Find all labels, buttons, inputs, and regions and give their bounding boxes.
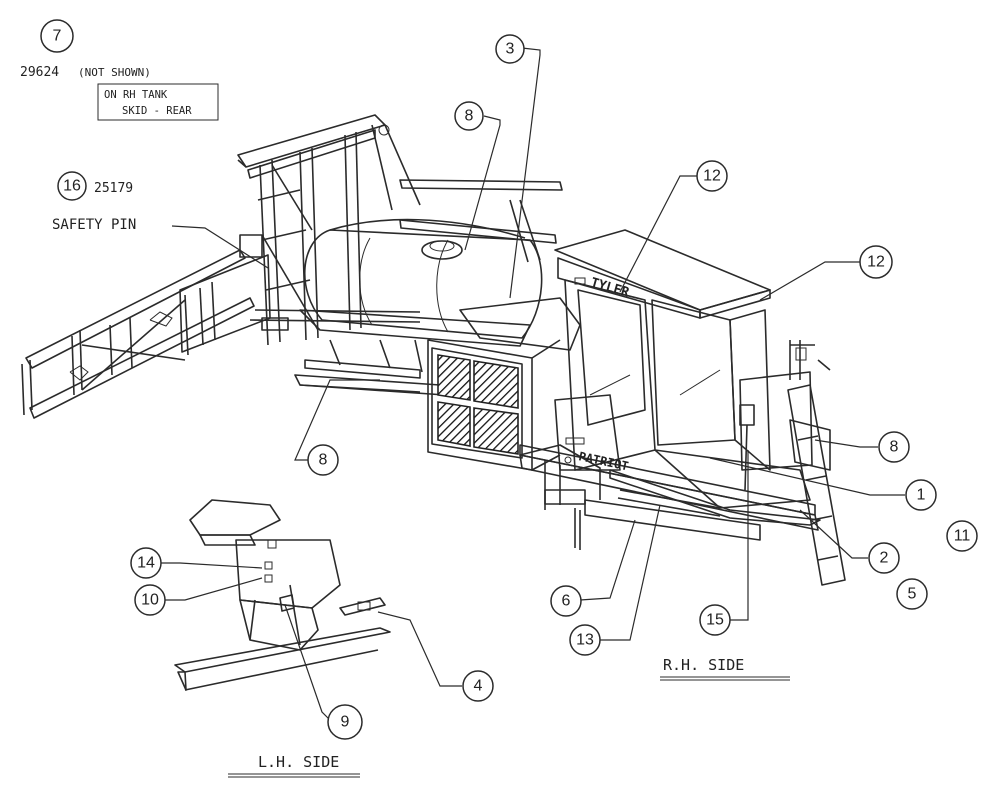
callout-label: 4	[474, 678, 483, 695]
callout-bubble-8	[878, 431, 910, 463]
note-16-part-number: 25179	[94, 181, 133, 196]
radiator-screen	[427, 297, 581, 471]
note-7: 7 29624 (NOT SHOWN) ON RH TANK SKID - RE…	[20, 19, 219, 121]
leader-16	[171, 225, 269, 269]
callout-bubble-11	[946, 520, 978, 552]
callout-label: 16	[63, 178, 81, 195]
callout-label: 8	[465, 108, 474, 125]
callout-bubble-7	[40, 19, 74, 53]
callout-label: 3	[506, 41, 515, 58]
note-7-location-line-1: ON RH TANK	[104, 89, 168, 101]
callout-label: 15	[706, 612, 724, 629]
callout-bubble-10	[134, 584, 166, 616]
callout-bubble-12	[696, 160, 728, 192]
callout-label: 8	[319, 452, 328, 469]
leader-lines	[160, 47, 905, 721]
note-16: 16 25179 SAFETY PIN	[52, 171, 269, 269]
callout-bubble-6	[550, 585, 582, 617]
callout-bubble-5	[896, 578, 928, 610]
note-7-status: (NOT SHOWN)	[78, 66, 151, 79]
callout-label: 10	[141, 592, 159, 609]
callout-label: 9	[341, 714, 350, 731]
boom-frame	[21, 114, 563, 419]
callout-bubble-4	[462, 670, 494, 702]
callout-label: 7	[53, 28, 62, 45]
rh-side-label: R.H. SIDE	[663, 656, 744, 674]
callout-label: 11	[954, 528, 971, 545]
callout-bubble-2	[868, 542, 900, 574]
chassis	[294, 339, 819, 550]
side-labels: R.H. SIDE L.H. SIDE	[228, 656, 790, 778]
callout-label: 8	[890, 439, 899, 456]
callout-bubble-9	[327, 704, 363, 740]
callout-bubbles: 3 8 12 12 8 8 1 11 2 5 6 13 15 14 10 4 9	[130, 34, 978, 740]
callout-bubble-8	[454, 101, 484, 131]
callout-label: 14	[137, 555, 155, 572]
callout-bubble-3	[495, 34, 525, 64]
note-7-location-line-2: SKID - REAR	[122, 105, 192, 117]
callout-bubble-12	[859, 245, 893, 279]
callout-label: 5	[908, 586, 917, 603]
note-16-name: SAFETY PIN	[52, 217, 136, 233]
callout-bubble-1	[905, 479, 937, 511]
callout-bubble-13	[569, 624, 601, 656]
callout-label: 2	[880, 550, 889, 567]
spray-tank	[299, 218, 543, 347]
note-7-box	[97, 83, 219, 121]
callout-label: 13	[576, 632, 594, 649]
lh-side-detail	[174, 499, 391, 691]
callout-label: 1	[917, 487, 926, 504]
lh-side-label: L.H. SIDE	[258, 753, 339, 771]
callout-label: 6	[562, 593, 571, 610]
callout-bubble-15	[699, 604, 731, 636]
callout-label: 12	[867, 254, 885, 271]
note-7-part-number: 29624	[20, 65, 59, 80]
callout-bubble-16	[57, 171, 87, 201]
callout-bubble-8	[307, 444, 339, 476]
callout-label: 12	[703, 168, 721, 185]
callout-bubble-14	[130, 547, 162, 579]
